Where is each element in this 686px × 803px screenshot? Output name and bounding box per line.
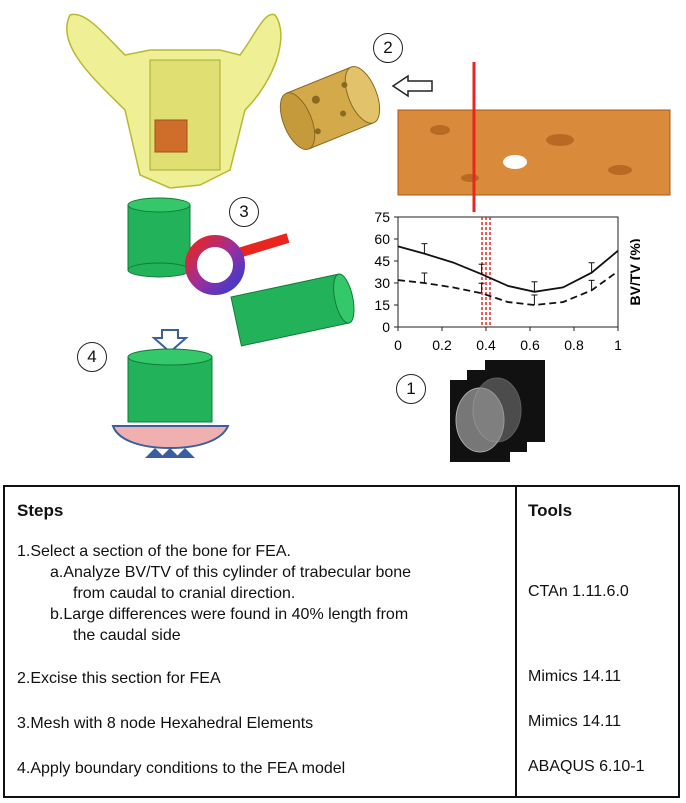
step-4-label: 4 xyxy=(77,342,107,372)
y-tick-label-4: 60 xyxy=(374,231,390,247)
gold-cylinder-image xyxy=(279,66,381,150)
x-tick-label-1: 0.2 xyxy=(432,337,452,353)
tool-mimics-1: Mimics 14.11 xyxy=(528,668,622,685)
step-1b-text-cont: the caudal side xyxy=(73,627,181,644)
workflow-figure: 2 3 4 1 0 15 30 45 60 75 0 0.2 0.4 0.6 0.8 1 BV/TV (… xyxy=(66,13,671,462)
step-3-label: 3 xyxy=(229,197,259,227)
green-cylinder-image xyxy=(127,197,191,278)
x-tick-label-0: 0 xyxy=(394,337,402,353)
step-1-text: 1.Select a section of the bone for FEA. xyxy=(17,543,291,560)
steps-table: Steps Tools 1.Select a section of the bo… xyxy=(3,485,680,798)
hollow-arrow-icon xyxy=(391,74,433,98)
header-steps: Steps xyxy=(17,501,64,520)
bvtv-chart: 0 15 30 45 60 75 0 0.2 0.4 0.6 0.8 1 BV/TV (%) xyxy=(374,209,640,353)
x-tick-label-5: 1 xyxy=(614,337,622,353)
y-tick-label-5: 75 xyxy=(374,209,390,225)
tool-mimics-2: Mimics 14.11 xyxy=(528,713,622,730)
step-1a-text-cont: from caudal to cranial direction. xyxy=(73,585,296,602)
figure-illustrations xyxy=(66,13,671,462)
y-tick-label-0: 0 xyxy=(382,319,390,335)
x-tick-label-2: 0.4 xyxy=(476,337,496,353)
orange-bone-section xyxy=(397,109,671,196)
tool-ctan: CTAn 1.11.6.0 xyxy=(528,583,629,600)
step-1-label: 1 xyxy=(396,374,426,404)
header-tools: Tools xyxy=(528,501,573,520)
step-3-text: 3.Mesh with 8 node Hexahedral Elements xyxy=(17,715,314,732)
x-tick-label-4: 0.8 xyxy=(564,337,584,353)
step-4-text: 4.Apply boundary conditions to the FEA m… xyxy=(17,760,346,777)
series-line-1 xyxy=(397,270,619,306)
x-tick-label-3: 0.6 xyxy=(520,337,540,353)
magnifier-icon xyxy=(185,233,290,295)
series-line-0 xyxy=(397,245,619,293)
step-1a-text: a.Analyze BV/TV of this cylinder of trab… xyxy=(50,564,412,581)
column-divider xyxy=(515,487,517,796)
tool-abaqus: ABAQUS 6.10-1 xyxy=(528,758,645,775)
vertebra-image xyxy=(66,13,282,189)
y-tick-label-1: 15 xyxy=(374,297,390,313)
step-2-text: 2.Excise this section for FEA xyxy=(17,670,221,687)
ct-slices-image xyxy=(450,360,545,462)
fea-model-image xyxy=(111,329,230,458)
y-tick-label-3: 45 xyxy=(374,253,390,269)
step-1b-text: b.Large differences were found in 40% le… xyxy=(50,606,409,623)
y-tick-label-2: 30 xyxy=(374,275,390,291)
step-2-label: 2 xyxy=(373,33,403,63)
plot-frame xyxy=(397,216,619,328)
y-axis-label: BV/TV (%) xyxy=(627,239,640,306)
mesh-section-image xyxy=(230,273,355,347)
